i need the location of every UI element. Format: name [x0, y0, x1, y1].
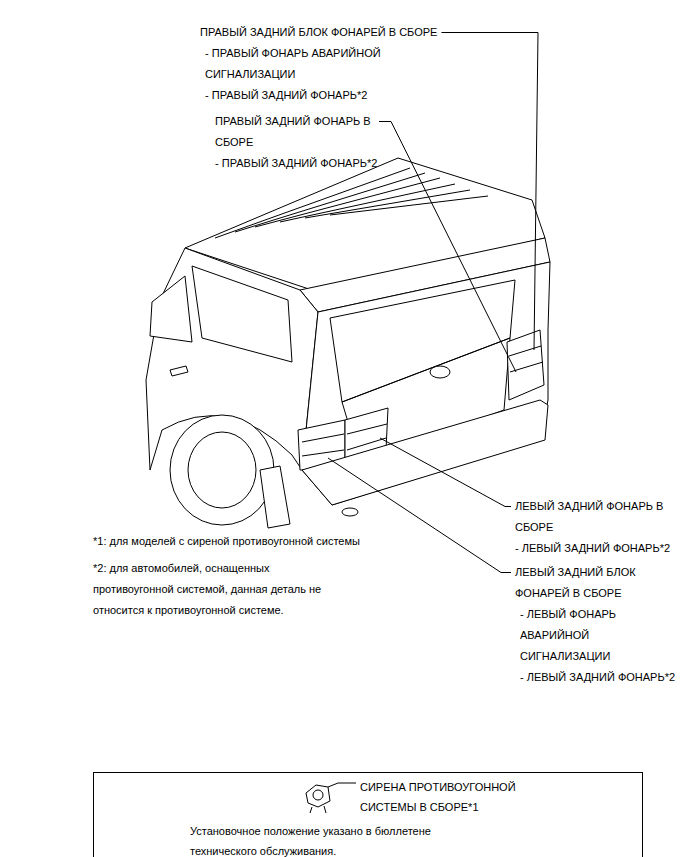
part-name: СИРЕНА ПРОТИВОУГОННОЙ СИСТЕМЫ В СБОРЕ*1: [360, 777, 540, 817]
rear-side-window: [192, 266, 292, 362]
door-handle: [170, 366, 188, 376]
lamp-lines: [302, 434, 344, 456]
leader-line: [380, 438, 511, 507]
lamp-lines: [347, 424, 387, 450]
leader-line: [328, 783, 356, 787]
rear-wheel: [188, 432, 256, 508]
leader-line: [328, 458, 511, 573]
rear-face: [302, 262, 550, 505]
emblem: [430, 366, 450, 378]
note-box: СИРЕНА ПРОТИВОУГОННОЙ СИСТЕМЫ В СБОРЕ*1У…: [93, 772, 643, 857]
rear-bumper: [302, 400, 548, 505]
part-name: - ЛЕВЫЙ ЗАДНИЙ ФОНАРЬ*2: [520, 667, 675, 688]
part-name: - ЛЕВЫЙ ФОНАРЬ АВАРИЙНОЙ СИГНАЛИЗАЦИИ: [520, 604, 680, 667]
footnote: *2: для автомобилей, оснащенных противоу…: [93, 558, 333, 621]
siren-body: [306, 785, 330, 807]
leader-line: [379, 122, 516, 373]
mud-flap: [260, 466, 290, 528]
rear-tire: [170, 415, 274, 525]
part-name: - ЛЕВЫЙ ЗАДНИЙ ФОНАРЬ*2: [515, 538, 670, 559]
part-name: - ПРАВЫЙ ФОНАРЬ АВАРИЙНОЙ СИГНАЛИЗАЦИИ: [205, 43, 390, 85]
tail-pipe: [342, 508, 358, 516]
footnote: *1: для моделей с сиреной противоугонной…: [93, 531, 360, 552]
part-name: - ПРАВЫЙ ЗАДНИЙ ФОНАРЬ*2: [205, 85, 367, 106]
part-name: - ПРАВЫЙ ЗАДНИЙ ФОНАРЬ*2: [215, 153, 377, 174]
siren-bracket: [310, 806, 326, 813]
rear-window: [330, 280, 515, 402]
roof-rails: [215, 168, 488, 238]
part-name: ЛЕВЫЙ ЗАДНИЙ ФОНАРЬ В СБОРЕ: [515, 496, 679, 538]
part-name: ПРАВЫЙ ЗАДНИЙ ФОНАРЬ В СБОРЕ: [215, 111, 375, 153]
note-text: Установочное положение указано в бюллете…: [190, 821, 490, 857]
door-window: [150, 276, 192, 342]
part-name: ЛЕВЫЙ ЗАДНИЙ БЛОК ФОНАРЕЙ В СБОРЕ: [515, 562, 679, 604]
siren-horn: [313, 790, 323, 800]
part-name: ПРАВЫЙ ЗАДНИЙ БЛОК ФОНАРЕЙ В СБОРЕ: [200, 22, 437, 43]
leader-line: [441, 33, 538, 351]
